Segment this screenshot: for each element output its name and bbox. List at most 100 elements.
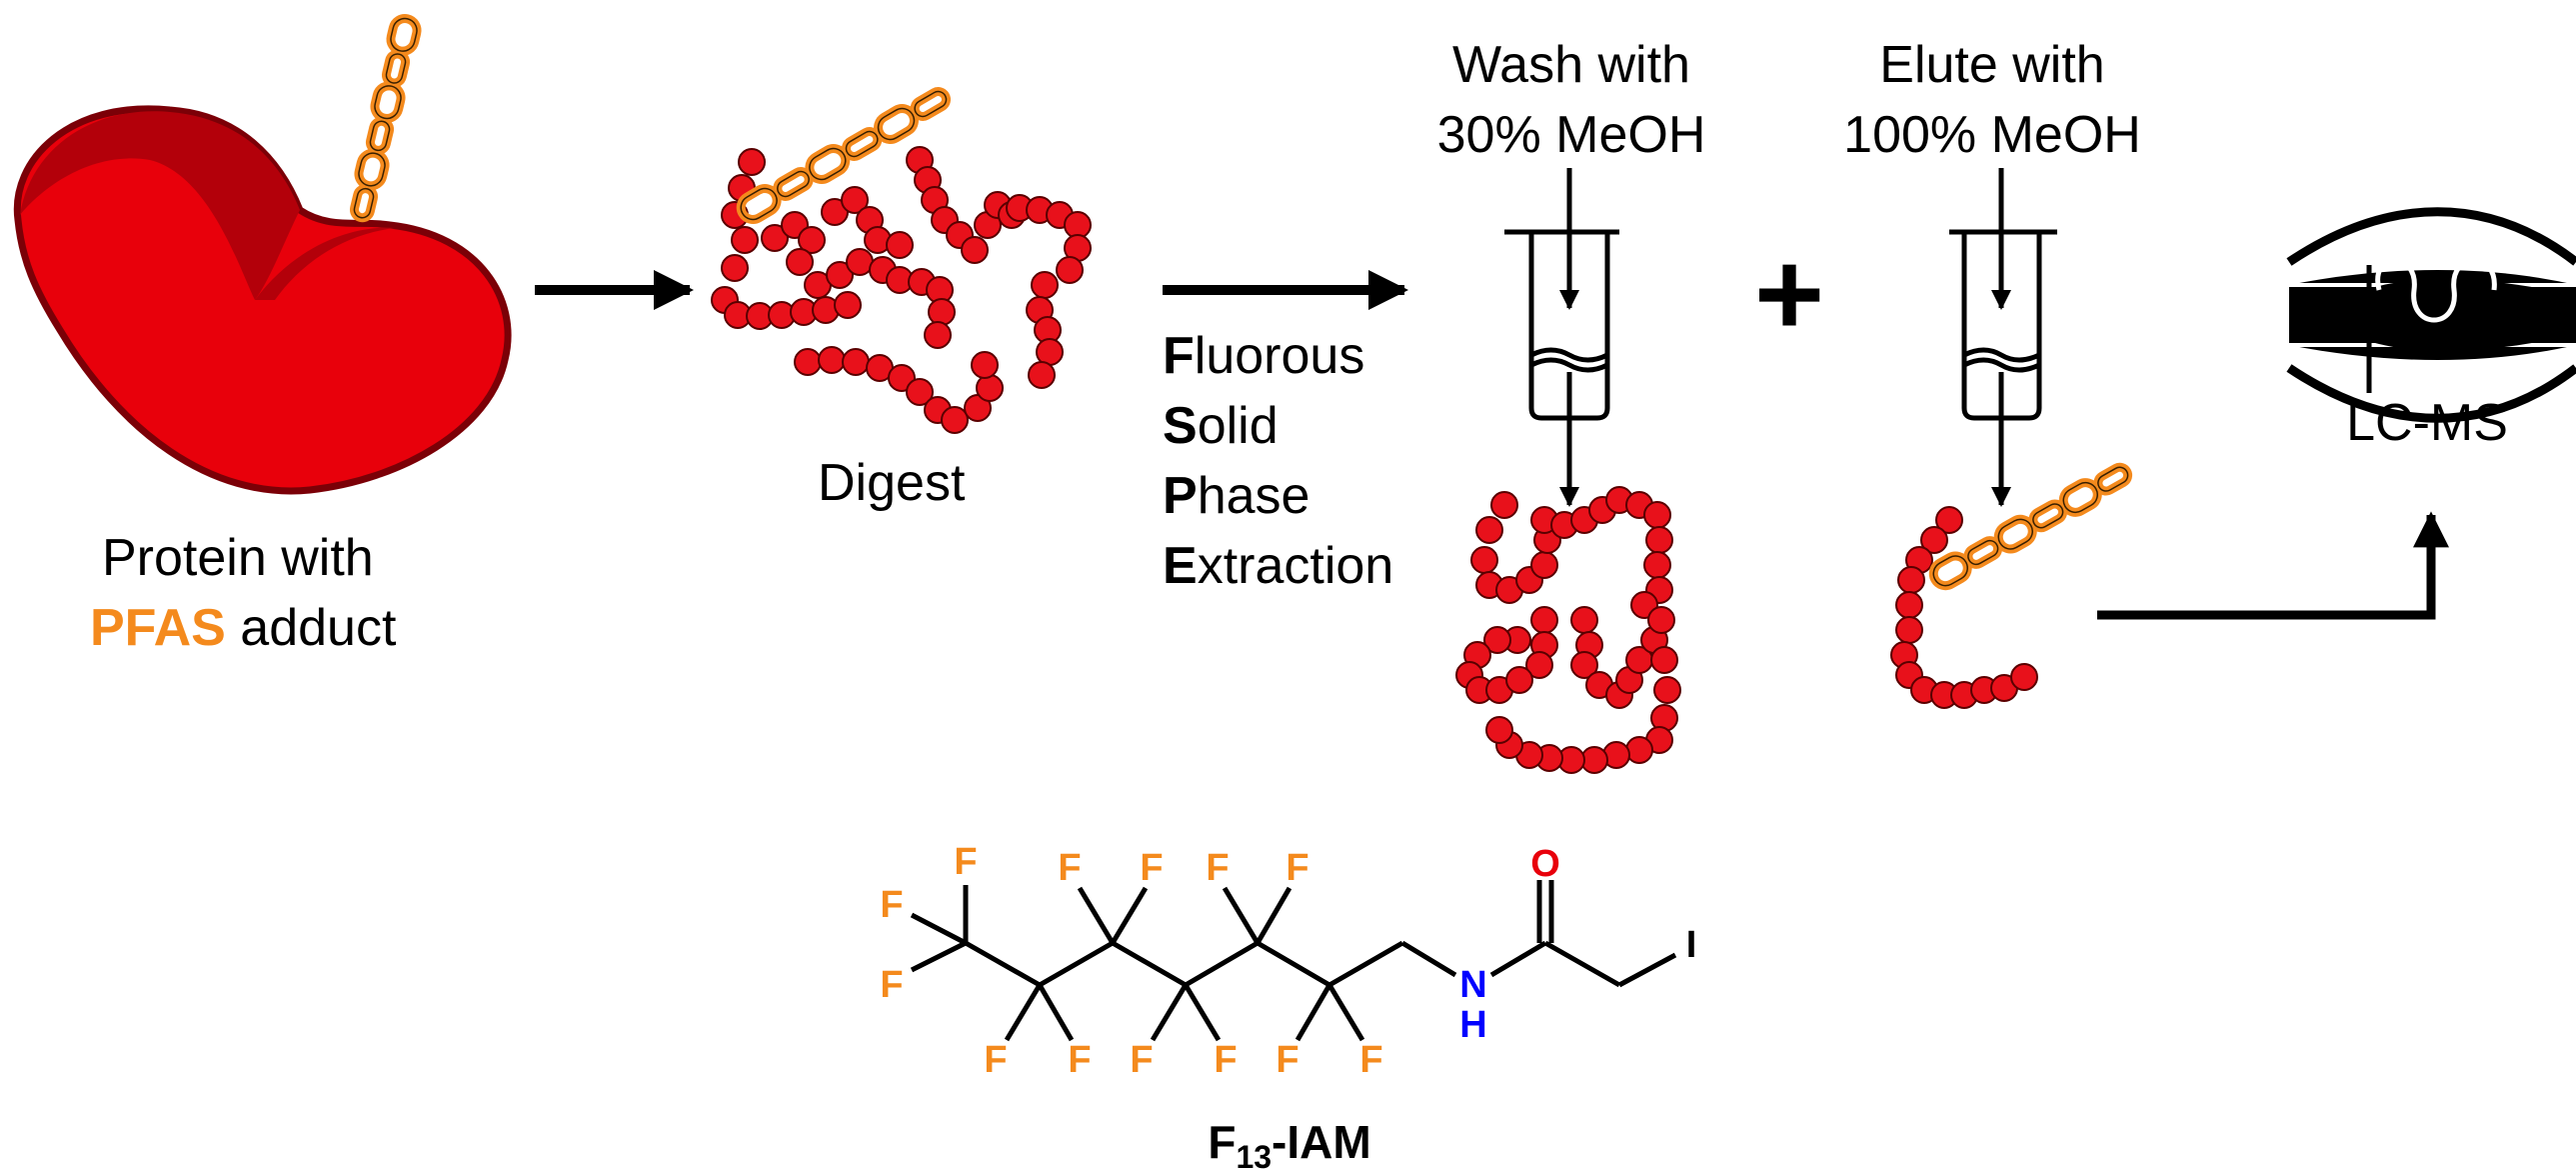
chain-link-outline <box>877 107 916 141</box>
peptide-bead <box>1895 616 1923 644</box>
peptide-bead <box>1643 501 1671 529</box>
fspe-label: Fluorous Solid Phase Extraction <box>1163 327 1393 595</box>
protein-label-line2: PFAS adduct <box>90 599 397 657</box>
peptide-bead <box>1483 626 1511 654</box>
chain-link-outline <box>369 120 391 152</box>
wash-label-line1: Wash with <box>1452 36 1690 94</box>
chain-link-outline <box>2062 481 2098 514</box>
peptide-bead <box>1056 256 1084 284</box>
bond <box>910 940 968 973</box>
chain-link-outline <box>2032 503 2064 529</box>
peptide-bead <box>971 351 999 379</box>
peptide-bead <box>798 226 826 254</box>
bond <box>1255 886 1292 945</box>
peptide-bead <box>941 406 969 434</box>
peptide-bead <box>1920 526 1948 554</box>
chain-link <box>370 81 406 123</box>
fluorine-atom: F <box>880 964 903 1006</box>
chain-link-outline <box>353 187 375 219</box>
nitrogen-atom: N <box>1459 964 1486 1006</box>
fspe-line-4: Extraction <box>1163 537 1393 595</box>
chain-link-outline <box>358 152 386 187</box>
chain-link-outline <box>809 147 847 181</box>
peptide-bead <box>886 231 914 259</box>
peptide-bead <box>826 261 854 289</box>
chain-link-outline <box>914 90 948 118</box>
wash-label-line2: 30% MeOH <box>1437 106 1706 164</box>
bond <box>910 912 968 946</box>
peptide-bead <box>1645 526 1673 554</box>
chain-link-outline <box>1932 555 1968 587</box>
bond <box>1543 940 1621 988</box>
peptide-bead <box>1031 271 1059 299</box>
bond <box>1617 952 1677 988</box>
peptide-bead <box>1485 716 1513 744</box>
peptide-bead <box>738 148 766 176</box>
peptide-bead <box>731 226 759 254</box>
peptide-bead <box>924 321 952 349</box>
chain-link-outline <box>777 170 810 198</box>
peptide-bead <box>1895 591 1923 619</box>
peptide-bead <box>961 236 989 264</box>
peptide-bead <box>1490 491 1518 519</box>
fluorine-atom: F <box>1140 847 1163 889</box>
washed-peptides-icon <box>1455 486 1681 774</box>
fluorine-atom: F <box>1130 1039 1153 1081</box>
bond <box>1037 983 1075 1042</box>
bond <box>1326 983 1365 1042</box>
peptide-bead <box>1505 666 1533 694</box>
plus-sign: + <box>1754 227 1824 361</box>
fluorine-atom: F <box>880 884 903 926</box>
pfas-peptide-chain-icon <box>736 87 952 224</box>
bond <box>1077 886 1116 945</box>
chain-link-outline <box>740 187 778 221</box>
fluorine-atom: F <box>984 1039 1007 1081</box>
bond <box>964 940 1042 988</box>
chain-link <box>386 14 422 56</box>
peptide-bead <box>2010 663 2038 691</box>
chain-link-outline <box>2097 466 2129 492</box>
peptide-bead <box>976 374 1004 402</box>
to-lcms-arrow <box>2097 511 2449 620</box>
bond <box>1489 940 1547 978</box>
peptide-bead <box>841 186 869 214</box>
bond <box>1150 983 1189 1042</box>
peptide-bead <box>1570 651 1598 679</box>
fspe-line-2: Solid <box>1163 397 1279 455</box>
peptide-bead <box>786 248 814 276</box>
chain-link-outline <box>1997 518 2033 550</box>
peptide-bead <box>1653 676 1681 704</box>
elute-label-line1: Elute with <box>1879 36 2104 94</box>
peptide-bead <box>1028 361 1056 389</box>
lcms-label: LC-MS <box>2346 394 2508 452</box>
peptide-bead <box>928 298 956 326</box>
peptide-bead <box>1570 606 1598 634</box>
peptide-bead <box>1530 551 1558 579</box>
eluted-pfas-peptide-icon <box>1890 506 2038 709</box>
hydrogen-atom: H <box>1459 1004 1486 1046</box>
fluorine-atom: F <box>1068 1039 1091 1081</box>
peptide-bead <box>1643 551 1671 579</box>
peptide-bead <box>1525 651 1553 679</box>
bond <box>1183 983 1222 1042</box>
peptide-bead <box>834 291 862 319</box>
peptide-bead <box>1470 546 1498 574</box>
bond <box>1222 886 1261 945</box>
eluted-pfas-chain-icon <box>1928 462 2133 591</box>
chain-link-outline <box>385 53 407 84</box>
chain-link-outline <box>1967 539 1999 566</box>
fluorine-atom: F <box>1276 1039 1298 1081</box>
fluorine-atom: F <box>1359 1039 1382 1081</box>
bond <box>1327 940 1404 988</box>
peptide-mixture-icon <box>711 146 1092 434</box>
digest-label: Digest <box>818 454 966 512</box>
pfas-chain-icon <box>349 14 422 223</box>
chain-link-outline <box>374 85 402 120</box>
lcms-instrument-icon <box>2286 207 2576 423</box>
iodine-atom: I <box>1686 924 1697 966</box>
peptide-bead <box>906 378 934 406</box>
fluorine-atom: F <box>1206 847 1229 889</box>
peptide-bead <box>1647 606 1675 634</box>
